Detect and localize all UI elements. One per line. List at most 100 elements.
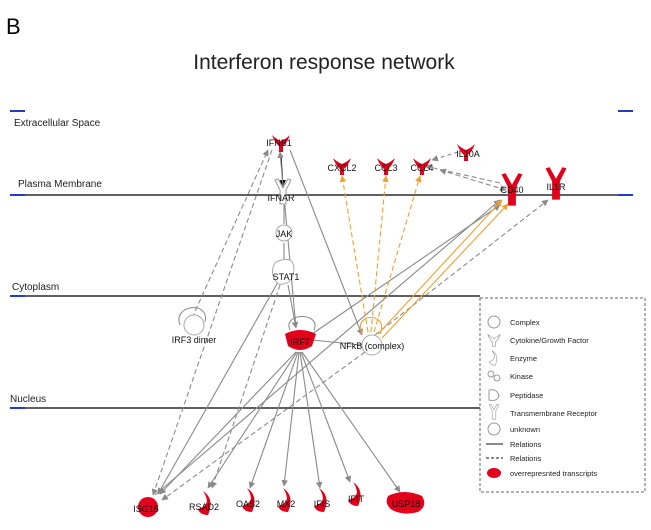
overrepresented-legend-icon: [487, 468, 501, 478]
legend-item: Relations: [510, 454, 542, 463]
node-ifnb1[interactable]: IFNB1: [266, 135, 292, 152]
transcription-regulator-icon: [285, 330, 316, 350]
edge: [151, 149, 273, 496]
self-loop: [178, 307, 206, 326]
node-il10a[interactable]: IL10A: [456, 144, 480, 161]
edge: [289, 149, 363, 336]
legend-item: Relations: [510, 440, 542, 449]
edge: [154, 199, 501, 496]
node-irf7[interactable]: IRF7: [285, 316, 316, 351]
edge: [370, 175, 389, 333]
node-ccl4[interactable]: CCL4: [410, 158, 434, 175]
svg-text:CCL3: CCL3: [374, 163, 397, 173]
gene-icon: [138, 497, 158, 517]
complex-legend-icon: [487, 315, 501, 329]
svg-text:IRF3 dimer: IRF3 dimer: [172, 335, 217, 345]
legend-item: Cytokine/Growth Factor: [510, 336, 589, 345]
self-loop: [288, 316, 316, 331]
complex-icon: [183, 314, 205, 336]
complex-icon: [361, 334, 383, 356]
edge: [207, 351, 298, 489]
edge: [210, 284, 281, 489]
legend-item: overrepresnted transcripts: [510, 469, 597, 478]
edge: [159, 351, 297, 495]
svg-text:RSAD2: RSAD2: [189, 502, 219, 512]
svg-text:OAS2: OAS2: [236, 499, 260, 509]
svg-text:STAT1: STAT1: [273, 272, 300, 282]
edge: [381, 203, 509, 339]
legend: Complex Cytokine/Growth Factor Enzyme Ki…: [479, 297, 646, 493]
svg-text:CXCL2: CXCL2: [327, 163, 356, 173]
node-ifit[interactable]: IFIT: [348, 482, 364, 506]
node-mx2[interactable]: MX2: [277, 488, 296, 512]
svg-text:JAK: JAK: [276, 229, 293, 239]
node-cd40[interactable]: CD40: [500, 173, 524, 206]
svg-text:CD40: CD40: [500, 185, 523, 195]
legend-box: [479, 297, 646, 493]
diagram-title: Interferon response network: [193, 51, 455, 74]
edge: [374, 199, 549, 336]
node-jak[interactable]: JAK: [275, 224, 293, 242]
svg-text:MX2: MX2: [277, 499, 296, 509]
edge: [191, 149, 269, 319]
kinase-legend-icon: [487, 370, 501, 382]
edge: [301, 351, 401, 493]
edge: [311, 204, 501, 335]
edge: [424, 164, 501, 184]
svg-text:ISG15: ISG15: [133, 504, 159, 514]
layer-nucleus: Nucleus: [10, 394, 46, 405]
legend-item: Transmembrane Receptor: [510, 409, 598, 418]
edge: [299, 351, 323, 489]
unknown-legend-icon: [487, 422, 501, 436]
node-ifnar[interactable]: IFNAR: [268, 178, 296, 205]
layer-extracellular: Extracellular Space: [14, 118, 101, 129]
svg-text:CCL4: CCL4: [410, 163, 433, 173]
edge: [248, 351, 299, 489]
kinase-icon: [275, 224, 293, 242]
edge: [287, 284, 299, 329]
node-isg15[interactable]: ISG15: [133, 497, 159, 517]
node-il1r[interactable]: IL1R: [545, 167, 567, 200]
svg-text:IFNB1: IFNB1: [266, 138, 292, 148]
edge: [377, 199, 503, 335]
edge: [373, 175, 422, 333]
peptidase-icon: [386, 492, 425, 514]
node-nfkb[interactable]: NFkB (complex): [340, 334, 405, 356]
layer-plasma-membrane: Plasma Membrane: [18, 179, 102, 190]
node-rsad2[interactable]: RSAD2: [189, 491, 219, 515]
svg-text:IFIS: IFIS: [314, 499, 331, 509]
node-usp18[interactable]: USP18: [386, 492, 425, 514]
node-irf3-dimer[interactable]: IRF3 dimer: [172, 307, 217, 345]
node-oas2[interactable]: OAS2: [236, 488, 260, 512]
node-ifis[interactable]: IFIS: [314, 488, 331, 512]
panel-letter: B: [6, 14, 21, 39]
edge: [431, 151, 459, 162]
edge: [300, 351, 351, 483]
svg-text:IRF7: IRF7: [290, 337, 310, 347]
legend-item: Enzyme: [510, 354, 537, 363]
edge: [439, 168, 507, 192]
legend-item: Peptidase: [510, 391, 543, 400]
transcription-regulator-icon: [272, 258, 295, 285]
node-stat1[interactable]: STAT1: [272, 258, 300, 285]
edge: [359, 316, 383, 335]
edge: [311, 339, 363, 346]
svg-text:IL1R: IL1R: [546, 182, 566, 192]
edge: [339, 175, 369, 333]
legend-item: unknown: [510, 425, 540, 434]
peptidase-legend-icon: [488, 389, 500, 401]
svg-text:USP18: USP18: [392, 499, 421, 509]
edge: [161, 351, 366, 501]
svg-text:IL10A: IL10A: [456, 149, 480, 159]
layer-cytoplasm: Cytoplasm: [12, 282, 59, 293]
node-cxcl2[interactable]: CXCL2: [327, 158, 357, 175]
legend-item: Complex: [510, 318, 540, 327]
legend-item: Kinase: [510, 372, 533, 381]
svg-text:IFIT: IFIT: [348, 494, 364, 504]
edge: [281, 351, 300, 487]
svg-text:IFNAR: IFNAR: [268, 193, 296, 203]
edge: [157, 281, 279, 495]
node-ccl3[interactable]: CCL3: [374, 158, 398, 175]
svg-text:NFkB (complex): NFkB (complex): [340, 341, 405, 351]
